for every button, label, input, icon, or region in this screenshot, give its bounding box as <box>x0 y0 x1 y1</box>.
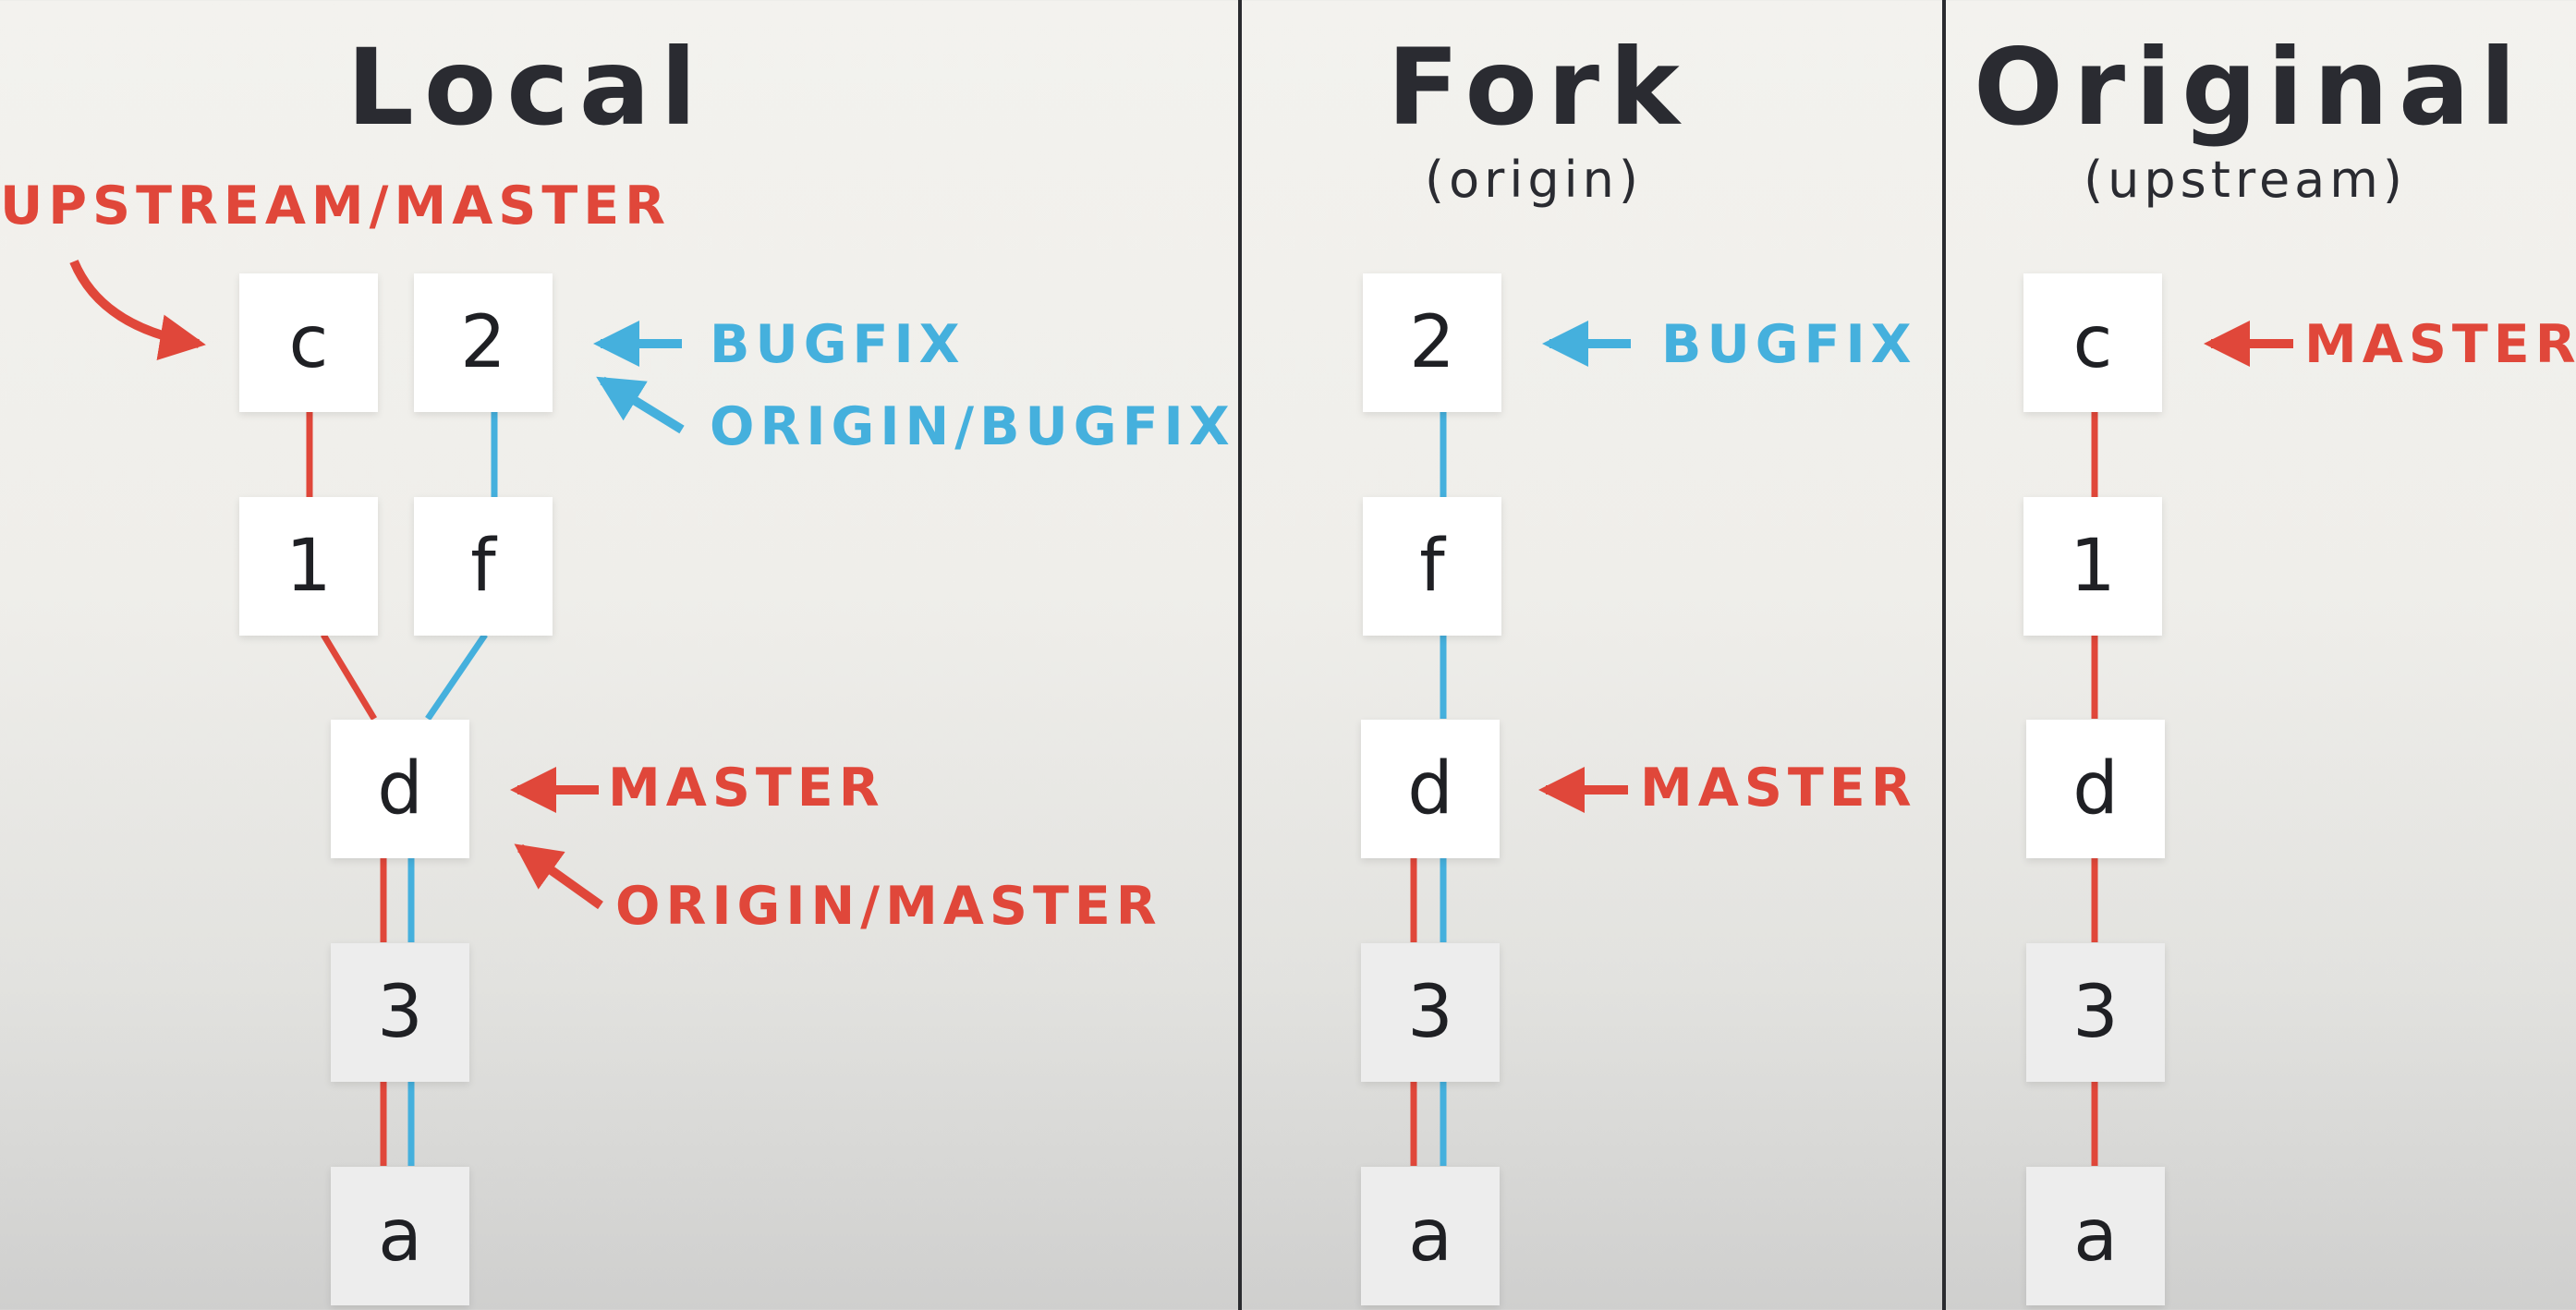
fork-commit-d: d <box>1361 720 1500 858</box>
original-title: Original <box>1973 26 2527 149</box>
fork-commit-3: 3 <box>1361 943 1500 1082</box>
fork-commit-a: a <box>1361 1167 1500 1305</box>
master-label: MASTER <box>608 758 885 819</box>
fork-commit-f: f <box>1363 497 1501 636</box>
divider-local-fork <box>1238 0 1242 1310</box>
bugfix-label: BUGFIX <box>710 314 966 375</box>
local-commit-d: d <box>331 720 469 858</box>
local-master-line <box>306 411 387 1166</box>
original-commit-a: a <box>2026 1167 2165 1305</box>
local-commit-3: 3 <box>331 943 469 1082</box>
local-commit-c: c <box>239 273 378 412</box>
original-commit-d: d <box>2026 720 2165 858</box>
original-master-label: MASTER <box>2304 314 2576 375</box>
fork-master-label: MASTER <box>1640 758 1917 819</box>
fork-bugfix-label: BUGFIX <box>1661 314 1917 375</box>
local-commit-1: 1 <box>239 497 378 636</box>
local-commit-f: f <box>414 497 553 636</box>
fork-subtitle: (origin) <box>1425 151 1643 209</box>
local-commit-2: 2 <box>414 273 553 412</box>
upstream-master-label: UPSTREAM/MASTER <box>0 176 672 237</box>
origin-master-arrow <box>514 843 603 910</box>
origin-bugfix-label: ORIGIN/BUGFIX <box>710 396 1235 457</box>
divider-fork-original <box>1942 0 1946 1310</box>
fork-commit-2: 2 <box>1363 273 1501 412</box>
origin-master-label: ORIGIN/MASTER <box>615 876 1162 937</box>
local-title: Local <box>346 26 707 149</box>
original-commit-3: 3 <box>2026 943 2165 1082</box>
original-commit-c: c <box>2023 273 2162 412</box>
origin-bugfix-arrow <box>596 376 685 434</box>
local-bugfix-line <box>407 411 498 1166</box>
local-commit-a: a <box>331 1167 469 1305</box>
upstream-master-arrow <box>69 260 206 360</box>
original-subtitle: (upstream) <box>2084 151 2407 209</box>
original-commit-1: 1 <box>2023 497 2162 636</box>
fork-title: Fork <box>1387 26 1690 149</box>
